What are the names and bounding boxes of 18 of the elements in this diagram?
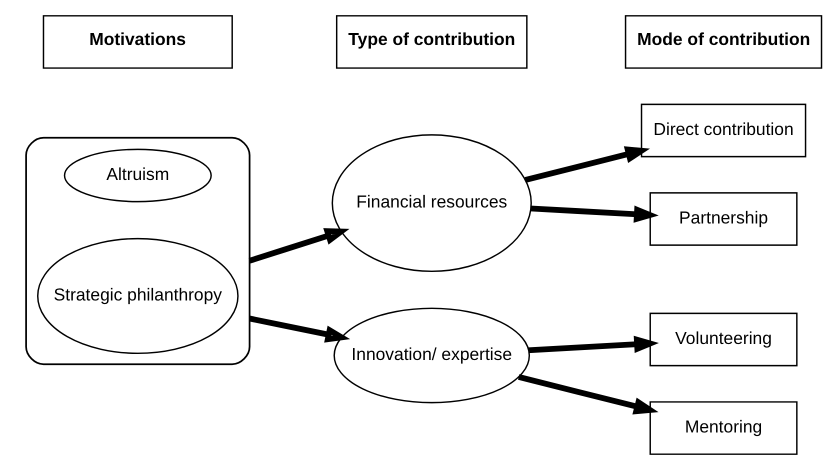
arrow xyxy=(248,228,350,264)
arrow xyxy=(530,206,659,223)
arrow xyxy=(249,316,350,343)
node-box: Motivations xyxy=(42,15,233,69)
node-ellipse: Altruism xyxy=(64,148,212,202)
cluster xyxy=(25,136,250,366)
node-box: Partnership xyxy=(650,192,798,246)
node-box: Type of contribution xyxy=(336,15,528,69)
node-box: Mode of contribution xyxy=(624,15,822,69)
node-box: Mentoring xyxy=(650,401,798,455)
node-box: Volunteering xyxy=(650,312,798,366)
arrow xyxy=(524,146,650,183)
arrow xyxy=(518,374,658,414)
arrow xyxy=(528,336,659,354)
node-box: Direct contribution xyxy=(640,104,806,158)
node-ellipse: Innovation/ expertise xyxy=(333,308,530,404)
node-ellipse: Strategic philanthropy xyxy=(37,238,239,354)
node-ellipse: Financial resources xyxy=(332,134,532,272)
